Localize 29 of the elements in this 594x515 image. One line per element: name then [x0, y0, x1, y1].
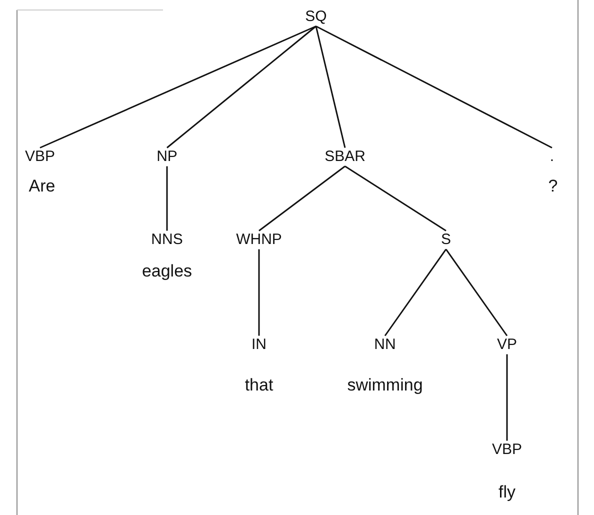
tree-branch-line — [166, 166, 168, 231]
tree-branch-line — [258, 249, 260, 336]
tree-node-label: . — [550, 148, 554, 166]
tree-node-label: WHNP — [236, 232, 282, 248]
tree-node-label: NN — [374, 336, 396, 354]
tree-branch-line — [166, 26, 316, 148]
tree-branch-line — [445, 248, 508, 336]
tree-branch-line — [315, 26, 346, 148]
tree-node-label: VBP — [25, 148, 55, 166]
tree-branch-line — [316, 26, 552, 148]
tree-node-label: S — [441, 232, 451, 248]
tree-node-label: SQ — [305, 8, 327, 26]
tree-branch-line — [40, 26, 316, 148]
tree-branch-line — [344, 166, 446, 232]
tree-node-label: VBP — [492, 442, 522, 458]
tree-branch-line — [506, 354, 508, 441]
tree-node-label: NP — [156, 148, 178, 166]
tree-node-label: SBAR — [324, 148, 366, 166]
tree-node-label: NNS — [151, 232, 183, 248]
tree-branch-line — [258, 166, 346, 232]
word-label: eagles — [142, 262, 192, 282]
word-label: Are — [28, 178, 56, 196]
word-label: swimming — [347, 376, 423, 396]
word-label: fly — [498, 484, 516, 502]
tree-branch-line — [384, 248, 447, 336]
word-label: ? — [548, 178, 558, 196]
word-label: that — [244, 376, 274, 396]
tree-node-label: VP — [497, 336, 517, 354]
tree-node-label: IN — [252, 336, 266, 354]
